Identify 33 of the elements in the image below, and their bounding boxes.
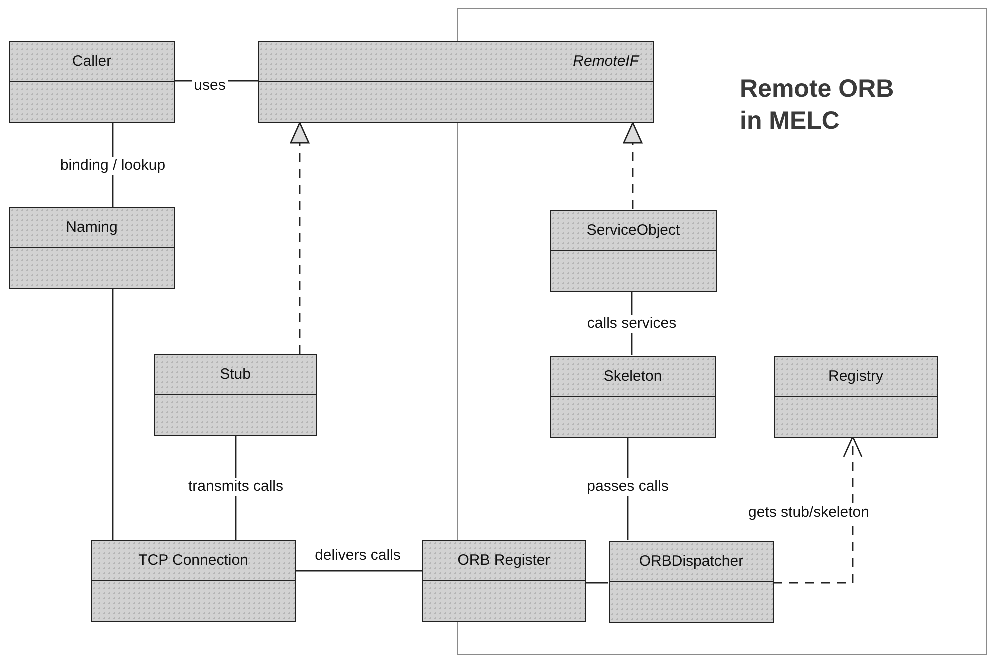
- boundary-frame: [457, 8, 987, 655]
- class-box: [550, 356, 716, 438]
- class-name: RemoteIF: [573, 53, 639, 70]
- class-name: ORBDispatcher: [639, 553, 744, 570]
- class-box: [154, 354, 317, 436]
- class-box: [91, 540, 296, 622]
- dashed-arrow: [290, 122, 310, 354]
- class-name: Naming: [66, 219, 118, 236]
- class-name: Caller: [72, 53, 112, 70]
- edge-label: passes calls: [585, 478, 671, 496]
- edge-label: gets stub/skeleton: [746, 504, 872, 522]
- association-line: [296, 570, 422, 572]
- edge-label: binding / lookup: [58, 157, 168, 175]
- class-name: TCP Connection: [138, 552, 248, 569]
- class-name: Skeleton: [604, 368, 662, 385]
- class-box: [774, 356, 938, 438]
- class-name: Registry: [828, 368, 884, 385]
- dashed-arrow: [773, 436, 863, 584]
- edge-label: transmits calls: [186, 478, 286, 496]
- edge-label: calls services: [585, 315, 679, 333]
- class-box: [9, 41, 175, 123]
- class-name: ServiceObject: [586, 222, 680, 239]
- class-box: [9, 207, 175, 289]
- class-box: [550, 210, 717, 292]
- class-box: [258, 41, 654, 123]
- frame-title: Remote ORB in MELC: [740, 74, 896, 137]
- association-line: [112, 289, 114, 540]
- association-line: [586, 582, 608, 584]
- class-name: ORB Register: [458, 552, 550, 569]
- dashed-arrow: [623, 122, 643, 209]
- class-box: [609, 541, 774, 623]
- class-box: [422, 540, 586, 622]
- class-name: Stub: [220, 366, 251, 383]
